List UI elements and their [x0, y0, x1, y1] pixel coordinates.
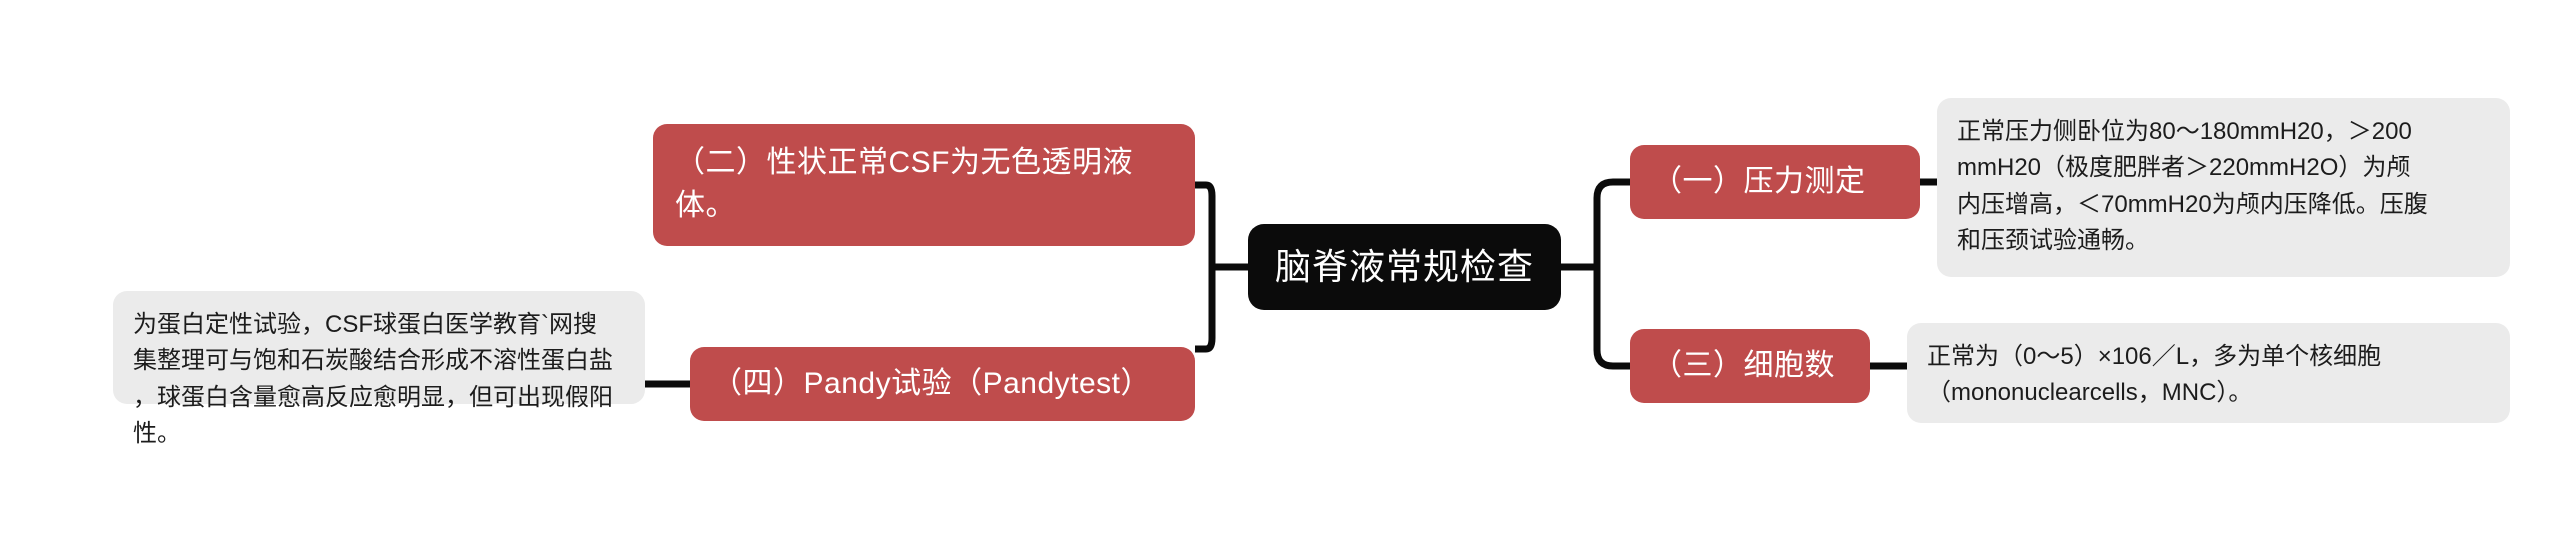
- branch-node-pandy-label: （四）Pandy试验（Pandytest）: [712, 366, 1151, 400]
- note-cellcount-line-1: 正常为（0～5）×106／L，多为单个核细胞: [1927, 343, 2382, 370]
- branch-node-cellcount-label: （三）细胞数: [1652, 348, 1835, 382]
- root-node-label: 脑脊液常规检查: [1274, 245, 1534, 287]
- note-pandy-text: 为蛋白定性试验，CSF球蛋白医学教育`网搜 集整理可与饱和石炭酸结合形成不溶性蛋…: [113, 291, 645, 469]
- note-pandy-line-1: 为蛋白定性试验，CSF球蛋白医学教育`网搜: [133, 311, 597, 338]
- note-pandy-line-4: 性。: [133, 420, 181, 448]
- root-node[interactable]: 脑脊液常规检查: [1248, 224, 1561, 310]
- branch-node-pressure-label: （一）压力测定: [1652, 164, 1866, 198]
- note-pressure-text: 正常压力侧卧位为80～180mmH20，＞200 mmH20（极度肥胖者＞220…: [1937, 98, 2510, 276]
- edge-right-bracket: [1593, 178, 1630, 370]
- branch-node-cellcount[interactable]: （三）细胞数: [1630, 329, 1870, 403]
- note-pressure[interactable]: 正常压力侧卧位为80～180mmH20，＞200 mmH20（极度肥胖者＞220…: [1937, 98, 2510, 277]
- note-pressure-line-2: mmH20（极度肥胖者＞220mmH2O）为颅: [1957, 154, 2411, 182]
- note-cellcount-line-2: （mononuclearcells，MNC）。: [1927, 379, 2253, 407]
- note-cellcount-text: 正常为（0～5）×106／L，多为单个核细胞 （mononuclearcells…: [1907, 323, 2510, 428]
- branch-node-shape-label: （二）性状正常CSF为无色透明液体。: [675, 146, 1133, 222]
- branch-node-pandy[interactable]: （四）Pandy试验（Pandytest）: [690, 347, 1195, 421]
- note-pandy-line-2: 集整理可与饱和石炭酸结合形成不溶性蛋白盐: [133, 347, 613, 375]
- edge-left-bracket: [1195, 181, 1216, 353]
- branch-node-shape[interactable]: （二）性状正常CSF为无色透明液体。: [653, 124, 1195, 246]
- note-pressure-line-1: 正常压力侧卧位为80～180mmH20，＞200: [1957, 118, 2412, 145]
- note-pandy[interactable]: 为蛋白定性试验，CSF球蛋白医学教育`网搜 集整理可与饱和石炭酸结合形成不溶性蛋…: [113, 291, 645, 447]
- note-pressure-line-3: 内压增高，＜70mmH20为颅内压降低。压腹: [1957, 190, 2428, 218]
- note-pandy-line-3: ，球蛋白含量愈高反应愈明显，但可出现假阳: [133, 383, 613, 411]
- note-pressure-line-4: 和压颈试验通畅。: [1957, 227, 2149, 255]
- note-cellcount[interactable]: 正常为（0～5）×106／L，多为单个核细胞 （mononuclearcells…: [1907, 323, 2510, 423]
- branch-node-pressure[interactable]: （一）压力测定: [1630, 145, 1920, 219]
